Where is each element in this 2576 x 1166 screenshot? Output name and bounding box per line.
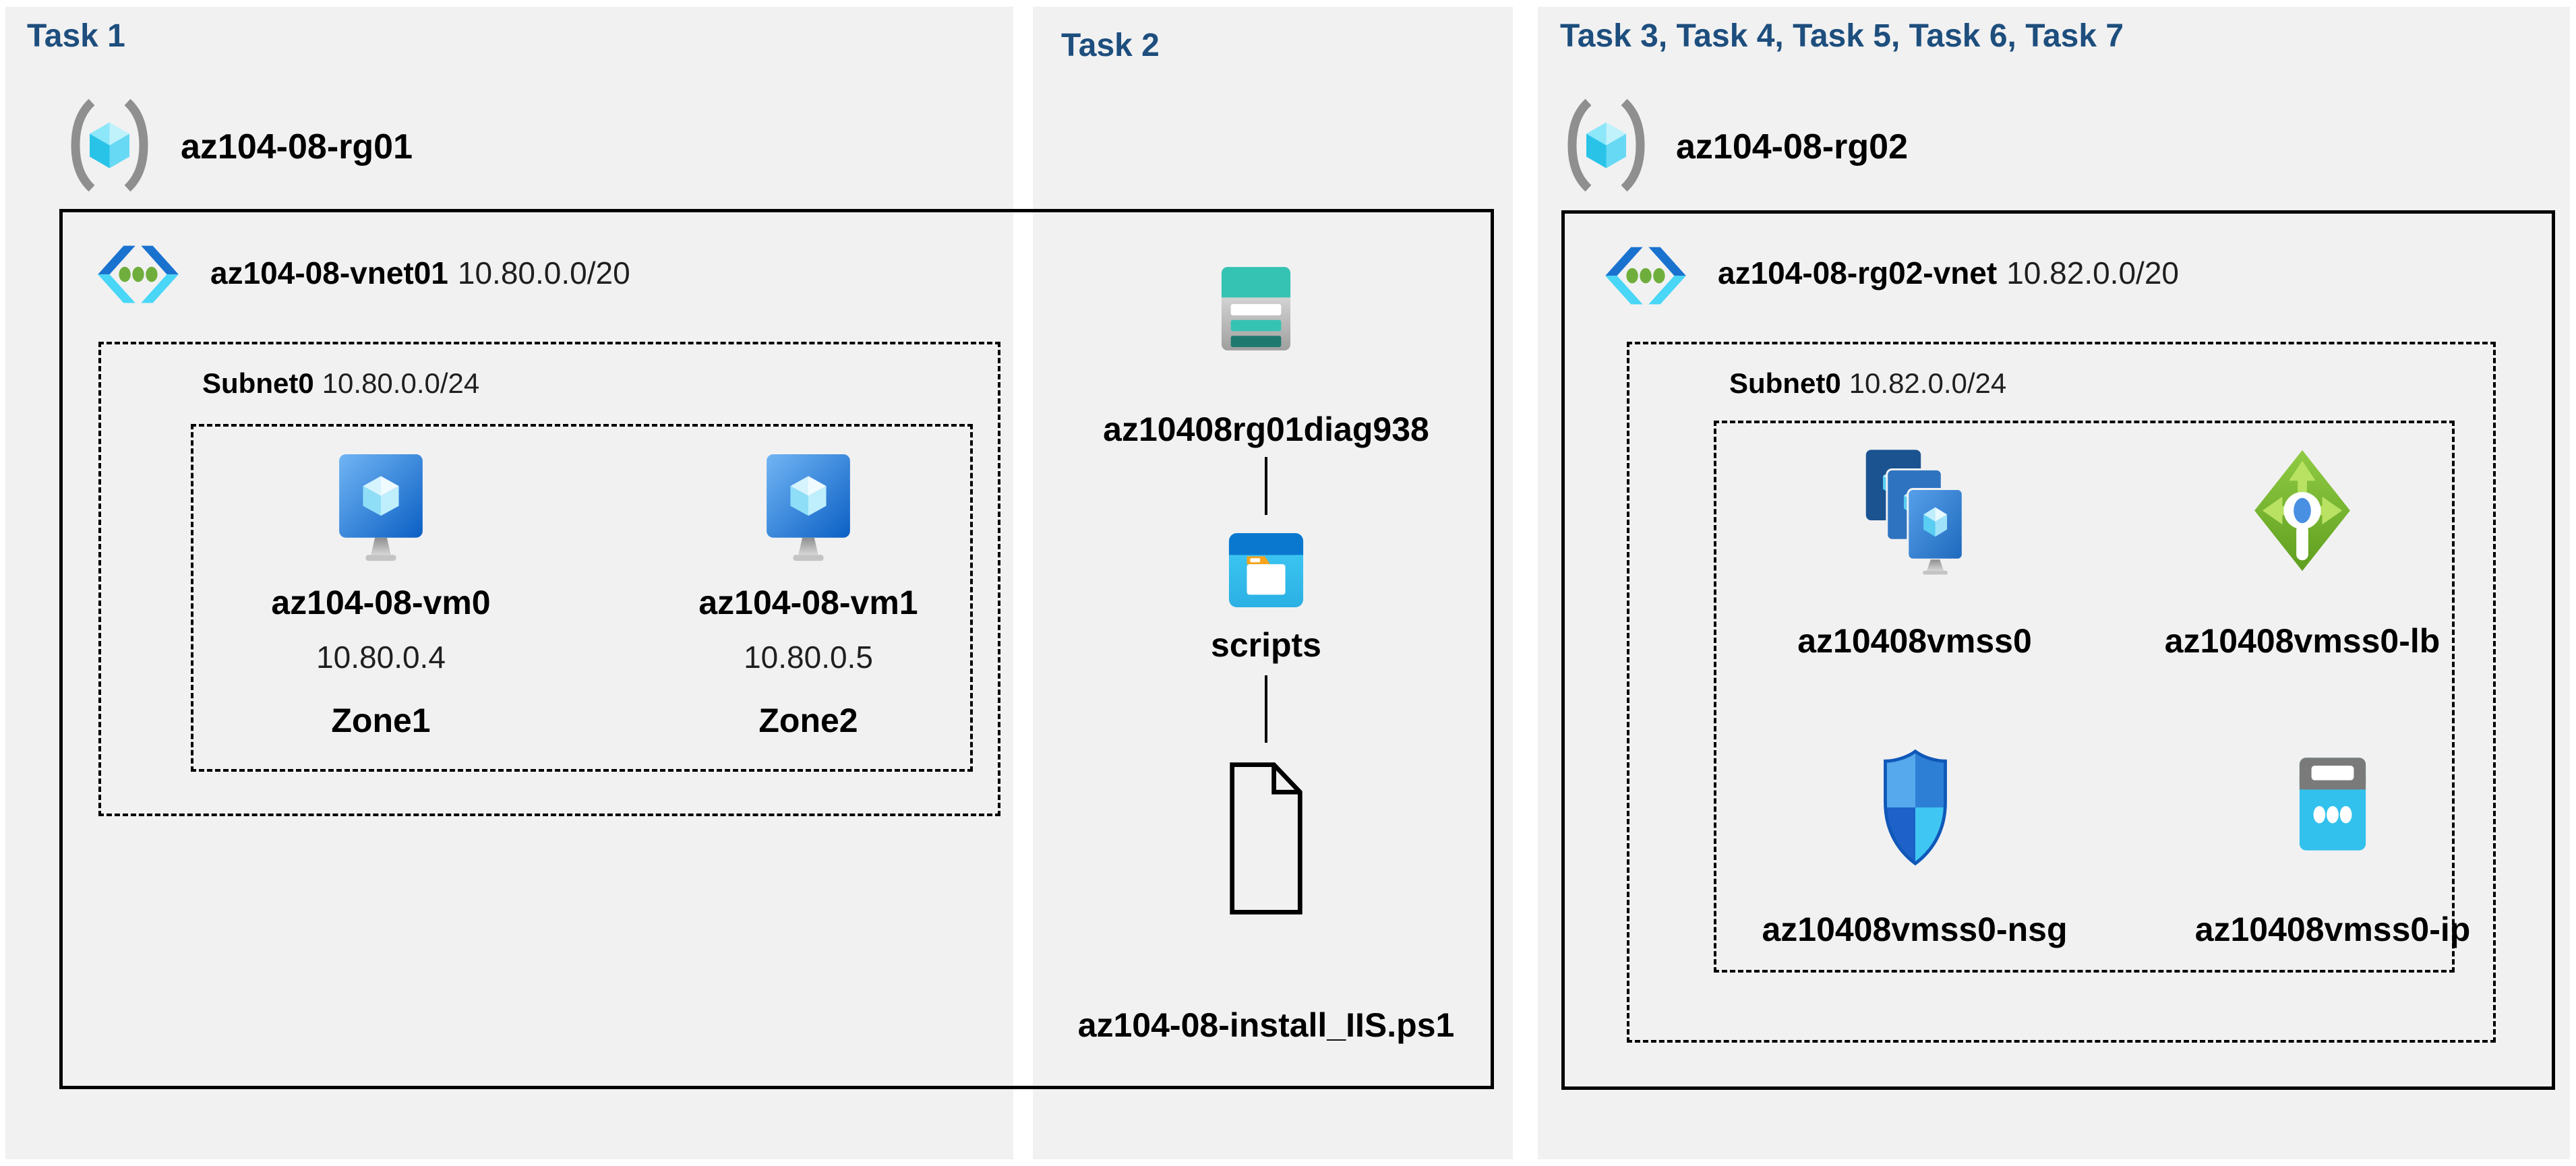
subnet1-box xyxy=(98,342,1000,816)
vm-zone-box xyxy=(191,424,973,772)
task2-header: Task 2 xyxy=(1061,28,1160,63)
resource-group-icon xyxy=(67,96,152,195)
vnet2-name: az104-08-rg02-vnet xyxy=(1718,255,1998,290)
vnet2-cidr: 10.82.0.0/20 xyxy=(2006,255,2179,290)
vnet1-cidr: 10.80.0.0/20 xyxy=(457,255,630,290)
rg2-boundary-box xyxy=(1561,210,2555,1090)
vm1-zone: Zone2 xyxy=(758,702,858,739)
nsg-shield-icon xyxy=(1875,747,1956,868)
storage-account-label: az10408rg01diag938 xyxy=(1103,410,1429,448)
vm0-icon xyxy=(337,453,425,564)
rg1-name: az104-08-rg01 xyxy=(181,127,413,166)
vmss-label: az10408vmss0 xyxy=(1797,622,2032,660)
vm0-ip: 10.80.0.4 xyxy=(316,640,446,675)
subnet2-box xyxy=(1627,342,2496,1043)
load-balancer-label: az10408vmss0-lb xyxy=(2164,622,2440,660)
load-balancer-icon xyxy=(2248,446,2356,576)
resource-group2-icon xyxy=(1564,96,1648,195)
subnet2-cidr: 10.82.0.0/24 xyxy=(1849,367,2007,399)
task1-header: Task 1 xyxy=(27,18,125,54)
nsg-label: az10408vmss0-nsg xyxy=(1762,911,2068,948)
script-file-label: az104-08-install_IIS.ps1 xyxy=(1077,1006,1455,1044)
connector-scripts-file xyxy=(1265,675,1267,743)
scripts-folder-label: scripts xyxy=(1211,626,1321,664)
storage-account-icon xyxy=(1219,264,1293,353)
subnet1-cidr: 10.80.0.0/24 xyxy=(322,367,480,399)
vmss-inner-box xyxy=(1714,421,2455,973)
vm1-ip: 10.80.0.5 xyxy=(744,640,873,675)
vnet1-title: az104-08-vnet01 10.80.0.0/20 xyxy=(210,255,630,291)
vnet1-name: az104-08-vnet01 xyxy=(210,255,448,290)
vm1-name: az104-08-vm1 xyxy=(698,584,918,621)
connector-storage-scripts xyxy=(1265,457,1267,515)
task3-header: Task 3, Task 4, Task 5, Task 6, Task 7 xyxy=(1560,18,2124,54)
vnet-icon xyxy=(94,229,182,320)
rg1-boundary-box xyxy=(59,209,1494,1089)
vmss-icon xyxy=(1861,446,1969,576)
vm0-zone: Zone1 xyxy=(331,702,431,739)
task1-panel xyxy=(5,7,1013,1159)
rg2-name: az104-08-rg02 xyxy=(1676,127,1908,166)
vm0-name: az104-08-vm0 xyxy=(271,584,491,621)
scripts-container-icon xyxy=(1227,531,1305,609)
public-ip-icon xyxy=(2296,754,2370,855)
task3-panel xyxy=(1538,7,2570,1159)
subnet2-name: Subnet0 xyxy=(1729,367,1841,399)
public-ip-label: az10408vmss0-ip xyxy=(2194,911,2471,948)
subnet1-name: Subnet0 xyxy=(202,367,314,399)
vm1-icon xyxy=(765,453,852,564)
script-file-icon xyxy=(1226,760,1307,917)
vnet2-icon xyxy=(1602,231,1689,321)
